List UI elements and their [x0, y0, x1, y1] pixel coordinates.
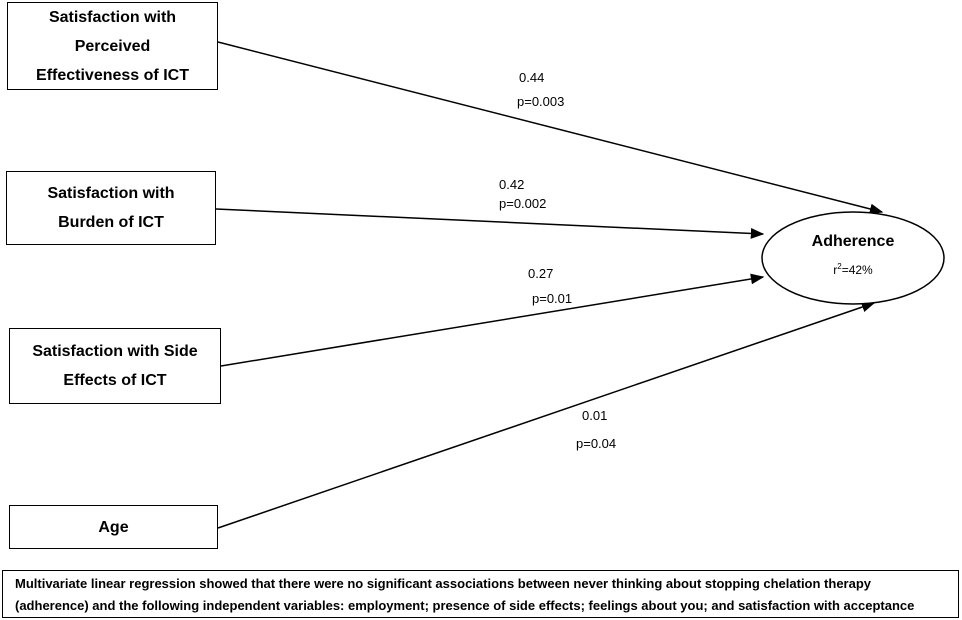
- r-squared-symbol: r: [833, 263, 838, 277]
- predictor-label-line: Satisfaction with: [48, 8, 177, 26]
- predictor-label-line: Effectiveness of ICT: [36, 66, 189, 84]
- predictor-box-age: Age: [9, 505, 218, 549]
- p-value-label: p=0.04: [576, 436, 617, 451]
- footnote-box: Multivariate linear regression showed th…: [2, 570, 959, 618]
- r-squared-exponent: 2: [837, 262, 842, 271]
- p-value-label: p=0.01: [532, 291, 573, 306]
- r-squared-label: r2=42%: [762, 262, 944, 277]
- p-value-label: p=0.003: [517, 94, 565, 109]
- predictor-label-line: Satisfaction with: [47, 185, 175, 202]
- path-arrow-side-effects: [220, 273, 765, 367]
- path-arrow-burden: [215, 208, 765, 239]
- coefficient-label: 0.27: [528, 266, 554, 281]
- coefficient-label: 0.01: [582, 408, 608, 423]
- coefficient-label: 0.42: [499, 177, 525, 192]
- path-arrow-age: [217, 301, 876, 529]
- p-value-label: p=0.002: [499, 196, 547, 211]
- predictor-box-side-effects: Satisfaction with Side Effects of ICT: [9, 328, 221, 404]
- predictor-label-line: Effects of ICT: [63, 372, 167, 389]
- predictor-label-line: Burden of ICT: [58, 214, 164, 231]
- coefficient-label: 0.44: [519, 70, 545, 85]
- adherence-oval: [761, 211, 945, 305]
- outcome-title: Adherence: [811, 233, 895, 250]
- path-arrow-perceived-effectiveness: [217, 41, 884, 215]
- predictor-label-line: Satisfaction with Side: [32, 343, 198, 360]
- r-squared-value: =42%: [841, 263, 873, 277]
- predictor-box-perceived-effectiveness: Satisfaction with Perceived Effectivenes…: [7, 2, 218, 90]
- predictor-label-line: Age: [98, 518, 129, 536]
- footnote-line: Multivariate linear regression showed th…: [15, 576, 872, 591]
- predictor-label-line: Perceived: [74, 37, 151, 55]
- footnote-line: (adherence) and the following independen…: [15, 598, 915, 613]
- predictor-box-burden: Satisfaction with Burden of ICT: [6, 171, 216, 245]
